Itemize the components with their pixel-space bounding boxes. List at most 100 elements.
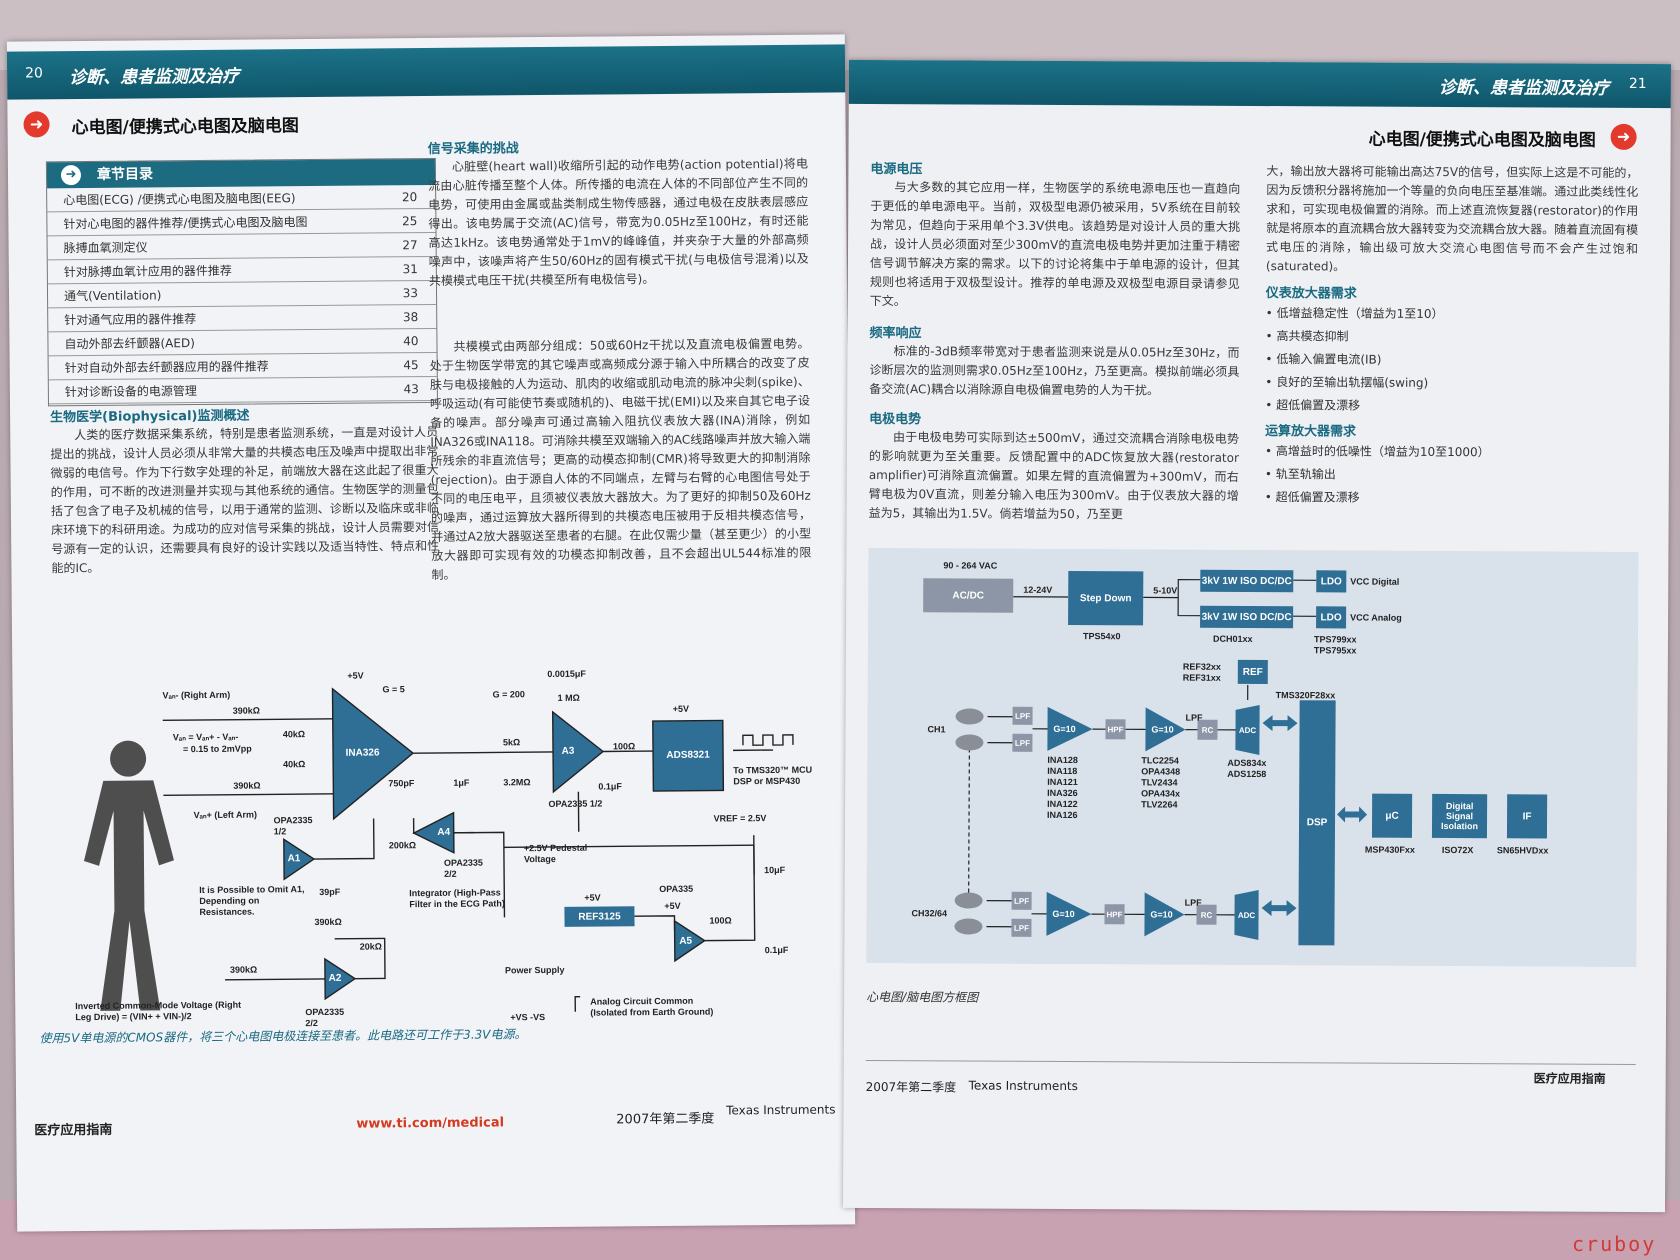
signal-text-2: 共模模式由两部分组成：50或60Hz干扰以及直流电极偏置电势。处于生物医学带宽的… bbox=[429, 336, 812, 582]
a1-label: A1 bbox=[287, 852, 301, 864]
freq-heading: 频率响应 bbox=[869, 325, 922, 342]
opa2335-a4: OPA2335 2/2 bbox=[443, 857, 483, 879]
op-heading: 运算放大器需求 bbox=[1265, 424, 1357, 440]
iso-dcdc-block-1: 3kV 1W ISO DC/DC bbox=[1200, 569, 1294, 593]
vin-equation: Vₐₙ = Vₐₙ+ - Vₐₙ- bbox=[172, 731, 239, 743]
opa335-label: OPA335 bbox=[659, 883, 694, 895]
toc-row-page: 40 bbox=[403, 334, 419, 349]
right-footer-guide: 医疗应用指南 bbox=[1533, 1071, 1606, 1086]
dch-label: DCH01xx bbox=[1212, 633, 1253, 644]
opa2335-a1: OPA2335 1/2 bbox=[273, 815, 313, 837]
toc-row[interactable]: 自动外部去纤颤器(AED)40 bbox=[48, 328, 437, 357]
toc-row[interactable]: 心电图(ECG) /便携式心电图及脑电图(EEG)20 bbox=[47, 184, 436, 213]
list-item: 低输入偏置电流(IB) bbox=[1265, 348, 1443, 372]
if-block: IF bbox=[1506, 794, 1548, 839]
signal-text-1: 心脏壁(heart wall)收缩所引起的动作电势(action potenti… bbox=[428, 156, 809, 289]
lpf-mid-label-2: LPF bbox=[1184, 897, 1202, 908]
c-10uf: 10μF bbox=[764, 864, 786, 876]
dsp-block: DSP bbox=[1298, 700, 1336, 946]
arrow-right-icon: ➜ bbox=[23, 111, 50, 138]
toc-row[interactable]: 通气(Ventilation)33 bbox=[47, 280, 437, 309]
c-0-1uf-b: 0.1μF bbox=[764, 944, 789, 956]
pedestal-label: +2.5V Pedestal Voltage bbox=[523, 842, 588, 865]
tms-label: TMS320F28xx bbox=[1275, 690, 1336, 701]
lpf-block-1: LPF bbox=[1012, 706, 1033, 725]
left-page: 20 诊断、患者监测及治疗 ➜ 心电图/便携式心电图及脑电图 ➜章节目录 心电图… bbox=[6, 34, 856, 1232]
rld-label: Inverted Common-Mode Voltage (Right Leg … bbox=[75, 999, 242, 1023]
ina326-label: INA326 bbox=[345, 746, 380, 759]
arrow-right-icon: ➜ bbox=[60, 165, 82, 186]
r-200k: 200kΩ bbox=[388, 840, 417, 851]
bio-heading: 生物医学(Biophysical)监测概述 bbox=[50, 408, 250, 426]
r-100: 100Ω bbox=[612, 741, 636, 752]
toc-row-page: 25 bbox=[402, 214, 418, 229]
adc-label-2: ADC bbox=[1237, 910, 1256, 920]
left-footer-url[interactable]: www.ti.com/medical bbox=[356, 1115, 504, 1131]
signal-heading: 信号采集的挑战 bbox=[427, 141, 519, 158]
toc-row-label: 针对自动外部去纤颤器应用的器件推荐 bbox=[64, 359, 269, 376]
r-5k: 5kΩ bbox=[502, 737, 521, 748]
left-footer-ti: Texas Instruments bbox=[726, 1102, 836, 1118]
toc-row[interactable]: 针对自动外部去纤颤器应用的器件推荐 45 bbox=[48, 352, 437, 381]
toc-row[interactable]: 针对通气应用的器件推荐 38 bbox=[48, 304, 437, 333]
bio-text: 人类的医疗数据采集系统，特别是患者监测系统，一直是对设计人员提出的挑战，设计人员… bbox=[50, 424, 440, 576]
ina-list-label: INA128 INA118 INA121 INA326 INA122 INA12… bbox=[1047, 754, 1078, 821]
r-3-2m: 3.2MΩ bbox=[503, 777, 531, 788]
stepdown-block: Step Down bbox=[1068, 571, 1144, 626]
toc-row-page: 27 bbox=[402, 238, 418, 253]
freq-text: 标准的-3dB频率带宽对于患者监测来说是从0.05Hz至30Hz，而诊断层次的监… bbox=[869, 344, 1240, 398]
gain-200: G = 200 bbox=[492, 689, 525, 700]
list-item: 高共模态抑制 bbox=[1266, 325, 1444, 349]
c-0-1uf: 0.1μF bbox=[598, 781, 622, 792]
v1224-label: 12-24V bbox=[1023, 584, 1053, 595]
analog-common-label: Analog Circuit Common (Isolated from Ear… bbox=[590, 995, 714, 1018]
plus5v-3: +5V bbox=[664, 900, 681, 911]
left-caption: 使用5V单电源的CMOS器件，将三个心电图电极连接至患者。此电路还可工作于3.3… bbox=[39, 1027, 527, 1046]
watermark: cruboy bbox=[1572, 1232, 1657, 1256]
ref3125-block: REF3125 bbox=[564, 906, 635, 927]
plus5v-1: +5V bbox=[347, 670, 364, 681]
gain10-label-2: G=10 bbox=[1151, 724, 1174, 735]
toc-row-label: 针对诊断设备的电源管理 bbox=[64, 384, 197, 400]
a3-label: A3 bbox=[561, 745, 575, 757]
toc-row-page: 38 bbox=[402, 310, 419, 325]
r-1m: 1 MΩ bbox=[557, 692, 580, 703]
ia-list: 低增益稳定性（增益为1至10）高共模态抑制低输入偏置电流(IB)良好的至输出轨摆… bbox=[1265, 302, 1443, 418]
lpf-block-3: LPF bbox=[1011, 891, 1032, 910]
a2-label: A2 bbox=[328, 972, 342, 984]
opa2335-half-a3: OPA2335 1/2 bbox=[548, 798, 603, 809]
toc-row-page: 45 bbox=[403, 358, 419, 373]
tlc-list-label: TLC2254 OPA4348 TLV2434 OPA434x TLV2264 bbox=[1141, 755, 1181, 810]
power-text: 与大多数的其它应用一样，生物医学的系统电源电压也一直趋向于更低的单电源电平。当前… bbox=[869, 180, 1241, 309]
r-390k-2: 390kΩ bbox=[233, 780, 261, 791]
ecg-block-diagram: AC/DC Step Down 3kV 1W ISO DC/DC 3kV 1W … bbox=[866, 547, 1639, 967]
list-item: 良好的至输出轨摆幅(swing) bbox=[1265, 371, 1443, 395]
vin-plus-label: Vₐₙ+ (Left Arm) bbox=[193, 809, 258, 821]
vin-range: = 0.15 to 2mVpp bbox=[182, 743, 252, 755]
plus5v-2: +5V bbox=[672, 703, 689, 714]
toc-row-label: 针对通气应用的器件推荐 bbox=[64, 312, 197, 328]
left-page-number: 20 bbox=[25, 65, 43, 82]
r-40k-a: 40kΩ bbox=[282, 729, 306, 740]
right-banner: 诊断、患者监测及治疗 21 bbox=[848, 59, 1671, 109]
toc-row-page: 20 bbox=[401, 190, 418, 205]
list-item: 低增益稳定性（增益为1至10） bbox=[1266, 302, 1444, 326]
tps799-label: TPS799xx TPS795xx bbox=[1313, 634, 1357, 656]
ldo-block-1: LDO bbox=[1316, 570, 1347, 593]
r-390k-1: 390kΩ bbox=[232, 705, 260, 716]
diagram-wires bbox=[954, 578, 1368, 941]
integrator-note: Integrator (High-Pass Filter in the ECG … bbox=[409, 887, 505, 910]
toc-title: 章节目录 bbox=[96, 166, 154, 183]
r-40k-b: 40kΩ bbox=[283, 759, 306, 770]
vin-minus-label: Vₐₙ- (Right Arm) bbox=[162, 689, 231, 701]
toc-row-page: 31 bbox=[402, 262, 418, 277]
lpf-block-2: LPF bbox=[1012, 733, 1033, 752]
adc-label-1: ADC bbox=[1238, 725, 1257, 735]
c-39pf: 39pF bbox=[319, 886, 341, 897]
